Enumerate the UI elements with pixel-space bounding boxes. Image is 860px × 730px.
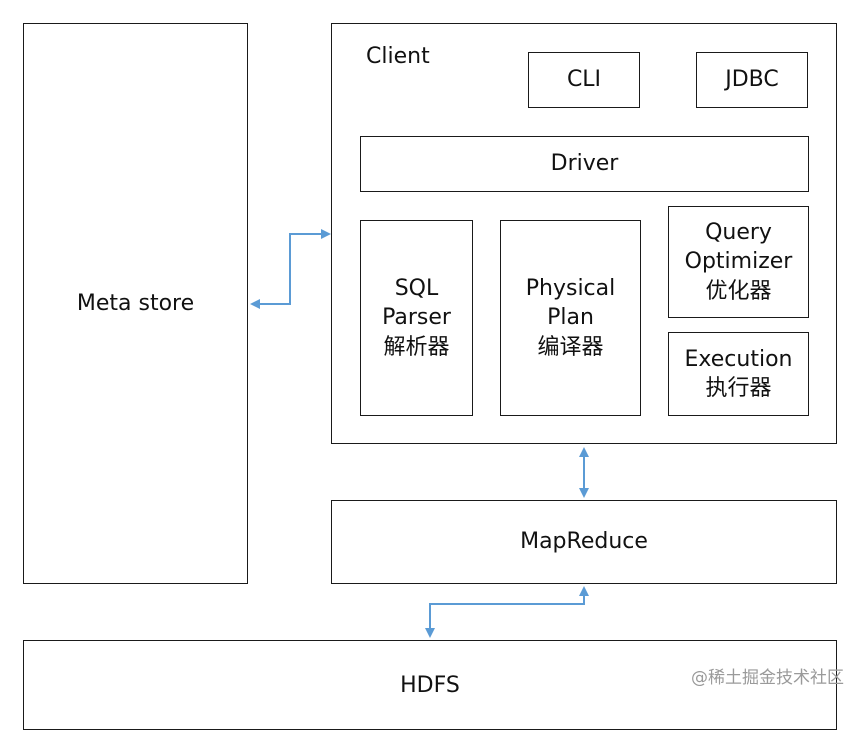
sql-parser-line-2: Parser [382,305,451,331]
execution-line-1: Execution [684,346,793,372]
query-optimizer-line-3: 优化器 [705,278,772,304]
query-optimizer-line-1: Query [705,220,772,246]
driver-label: Driver [550,151,619,177]
cli-label: CLI [566,67,602,93]
sql-parser-box: SQL Parser 解析器 [360,220,473,416]
hdfs-label: HDFS [400,673,460,698]
metastore-client-arrow [250,229,331,309]
client-label: Client [366,44,430,69]
execution-box: Execution 执行器 [668,332,809,416]
watermark-text: @稀土掘金技术社区 [691,668,844,688]
physical-plan-line-1: Physical [525,276,616,302]
sql-parser-line-1: SQL [394,276,439,302]
physical-plan-box: Physical Plan 编译器 [500,220,641,416]
cli-box: CLI [528,52,640,108]
mapreduce-label: MapReduce [520,529,648,555]
metastore-box: Meta store [23,23,248,584]
jdbc-label: JDBC [725,67,779,93]
mapreduce-box: MapReduce [331,500,837,584]
query-optimizer-line-2: Optimizer [684,249,793,275]
jdbc-box: JDBC [696,52,808,108]
physical-plan-line-3: 编译器 [537,334,604,360]
driver-box: Driver [360,136,809,192]
execution-line-2: 执行器 [705,376,772,401]
query-optimizer-box: Query Optimizer 优化器 [668,206,809,318]
physical-plan-line-2: Plan [547,305,594,331]
mapreduce-hdfs-arrow [425,586,589,638]
metastore-label: Meta store [76,290,195,316]
sql-parser-line-3: 解析器 [383,334,450,360]
